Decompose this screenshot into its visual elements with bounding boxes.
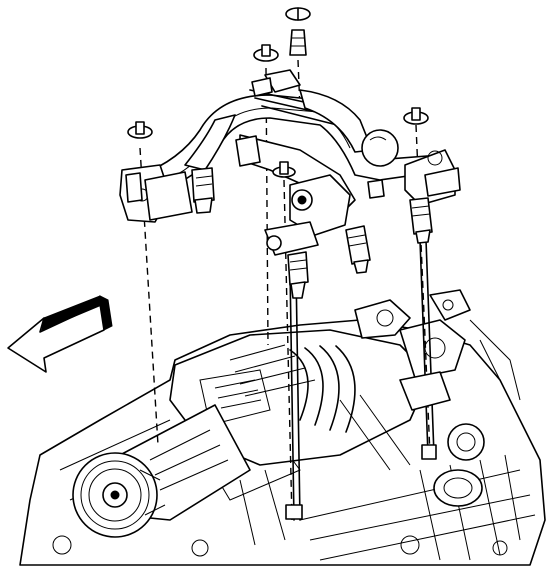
intake-manifold [169,299,485,507]
arrow-left-icon [7,295,113,373]
top-fasteners [127,7,429,178]
pulley-assembly [72,404,251,538]
fuel-rail [119,69,461,256]
engine-detail-right [339,289,521,471]
fuel-rail-studs [285,239,437,521]
fuel-injectors [125,135,433,299]
